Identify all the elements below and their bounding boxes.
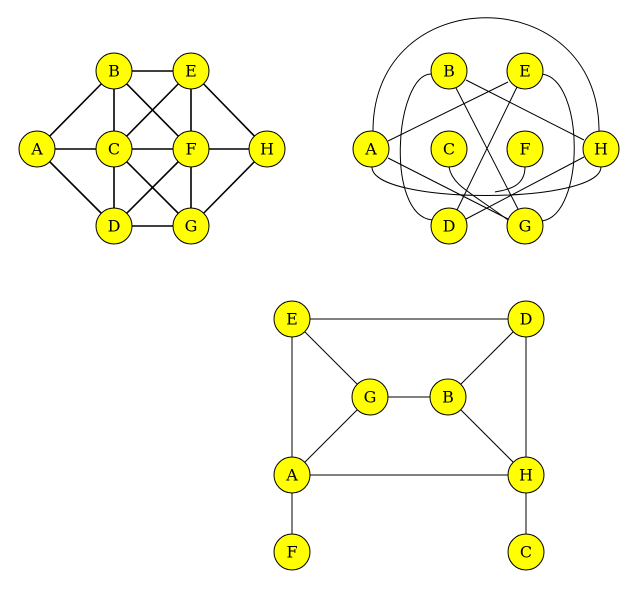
node-A: A	[273, 456, 311, 494]
node-D: D	[430, 207, 468, 245]
graph-2-edges	[371, 17, 602, 222]
node-G: G	[172, 207, 210, 245]
node-circle	[273, 456, 311, 494]
node-label: G	[519, 217, 532, 236]
node-circle	[582, 130, 620, 168]
graph-3: E D G B A H F C	[273, 300, 545, 571]
node-circle	[172, 52, 210, 90]
node-label: G	[364, 388, 377, 407]
node-A: A	[18, 130, 56, 168]
node-circle	[18, 130, 56, 168]
graph-3-edges	[291, 318, 527, 552]
node-label: C	[520, 543, 532, 562]
node-B: B	[429, 378, 467, 416]
node-circle	[95, 207, 133, 245]
edge	[465, 79, 585, 141]
graph-1: A B C D E F G H	[18, 52, 286, 245]
node-label: H	[594, 140, 608, 159]
node-circle	[507, 533, 545, 571]
node-label: F	[286, 543, 297, 562]
node-B: B	[430, 52, 468, 90]
node-circle	[507, 456, 545, 494]
node-label: D	[443, 217, 456, 236]
node-circle	[172, 207, 210, 245]
node-G: G	[351, 378, 389, 416]
edge	[387, 81, 509, 142]
node-label: E	[519, 62, 531, 81]
graph-2-nodes: A B C D E F G H	[352, 52, 620, 245]
node-label: D	[520, 310, 533, 329]
node-G: G	[506, 207, 544, 245]
edge	[399, 73, 433, 221]
node-label: G	[185, 217, 198, 236]
node-circle	[248, 130, 286, 168]
node-label: F	[519, 140, 530, 159]
node-label: A	[30, 140, 43, 159]
graph-1-nodes: A B C D E F G H	[18, 52, 286, 245]
node-circle	[352, 130, 390, 168]
edge	[465, 156, 585, 220]
node-label: H	[519, 466, 533, 485]
node-H: H	[507, 456, 545, 494]
node-label: A	[364, 140, 377, 159]
node-A: A	[352, 130, 390, 168]
node-label: B	[443, 62, 455, 81]
node-D: D	[95, 207, 133, 245]
node-label: B	[442, 388, 454, 407]
edge	[456, 86, 518, 211]
graph-3-nodes: E D G B A H F C	[273, 300, 545, 571]
node-label: H	[260, 140, 274, 159]
node-D: D	[507, 300, 545, 338]
node-H: H	[582, 130, 620, 168]
node-circle	[507, 300, 545, 338]
node-label: B	[108, 62, 120, 81]
edge	[387, 157, 509, 220]
edge	[372, 17, 600, 132]
node-label: C	[108, 140, 120, 159]
node-label: C	[443, 140, 455, 159]
node-circle	[273, 300, 311, 338]
node-H: H	[248, 130, 286, 168]
edge	[371, 166, 602, 196]
node-E: E	[506, 52, 544, 90]
node-circle	[273, 533, 311, 571]
node-E: E	[172, 52, 210, 90]
node-F: F	[506, 130, 544, 168]
node-circle	[506, 52, 544, 90]
node-E: E	[273, 300, 311, 338]
node-circle	[506, 207, 544, 245]
node-circle	[506, 130, 544, 168]
edge	[541, 73, 575, 222]
node-label: A	[285, 466, 298, 485]
node-circle	[430, 207, 468, 245]
node-label: E	[286, 310, 298, 329]
node-label: E	[185, 62, 197, 81]
node-C: C	[430, 130, 468, 168]
graph-1-edges	[36, 70, 268, 227]
node-C: C	[507, 533, 545, 571]
node-label: D	[108, 217, 121, 236]
node-F: F	[172, 130, 210, 168]
node-circle	[95, 130, 133, 168]
node-circle	[95, 52, 133, 90]
node-circle	[429, 378, 467, 416]
edge	[494, 166, 526, 193]
node-circle	[430, 130, 468, 168]
node-circle	[351, 378, 389, 416]
node-circle	[172, 130, 210, 168]
graph-2: A B C D E F G H	[352, 17, 620, 245]
node-B: B	[95, 52, 133, 90]
edge	[448, 166, 509, 221]
node-F: F	[273, 533, 311, 571]
node-C: C	[95, 130, 133, 168]
node-label: F	[185, 140, 196, 159]
node-circle	[430, 52, 468, 90]
